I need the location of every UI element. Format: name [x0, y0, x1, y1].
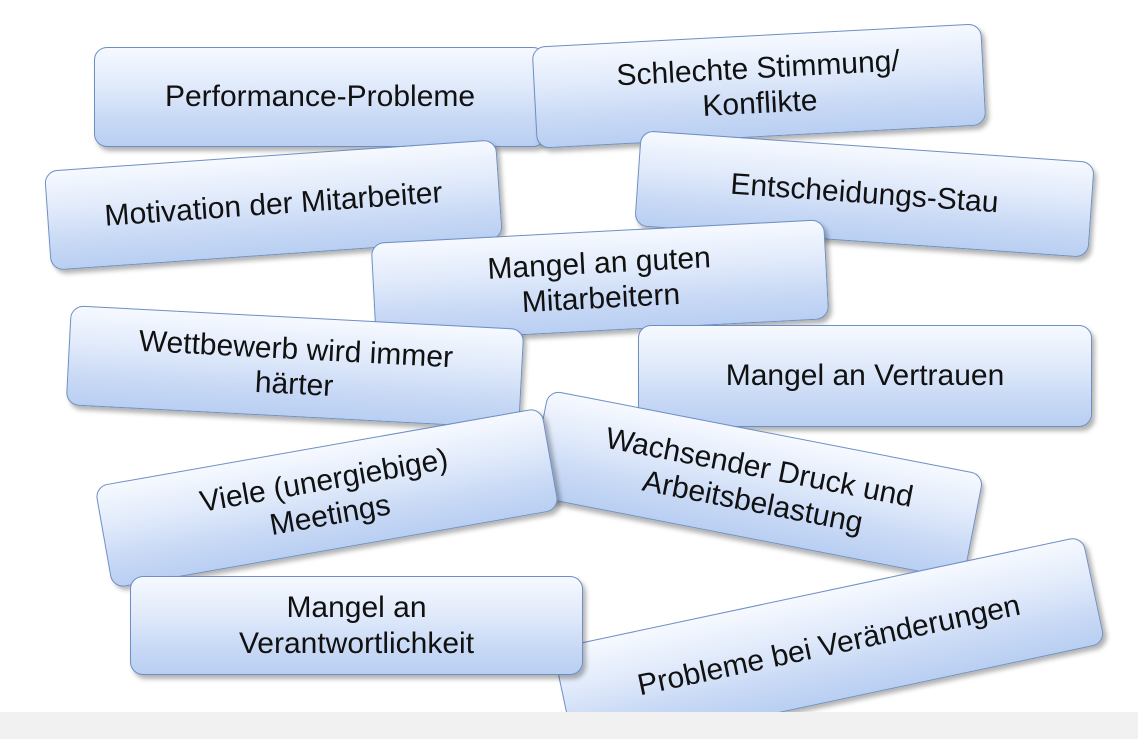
- card-text-line: Mangel an Vertrauen: [725, 359, 1005, 393]
- card-mangel-an-vertrauen: Mangel an Vertrauen: [638, 325, 1092, 427]
- bottom-strip: [0, 712, 1138, 739]
- card-text-line: Verantwortlichkeit: [238, 626, 475, 660]
- card-text-line: Performance-Probleme: [164, 80, 476, 114]
- card-text-line: Entscheidungs-Stau: [729, 167, 1000, 220]
- card-performance-probleme: Performance-Probleme: [94, 47, 546, 147]
- card-mangel-an-verantwortlichkeit: Mangel an Verantwortlichkeit: [130, 576, 583, 675]
- card-text-line: Mitarbeitern: [520, 277, 681, 320]
- card-viele-unergiebige-meetings: Viele (unergiebige) Meetings: [94, 407, 560, 589]
- card-text-line: Motivation der Mitarbeiter: [103, 176, 444, 234]
- card-schlechte-stimmung: Schlechte Stimmung/ Konflikte: [531, 23, 987, 149]
- card-text-line: härter: [254, 365, 335, 404]
- card-text-line: Mangel an: [286, 591, 427, 625]
- card-text-line: Konflikte: [701, 83, 819, 123]
- card-text-line: Probleme bei Veränderungen: [634, 589, 1024, 703]
- card-probleme-bei-veraenderungen: Probleme bei Veränderungen: [552, 535, 1106, 739]
